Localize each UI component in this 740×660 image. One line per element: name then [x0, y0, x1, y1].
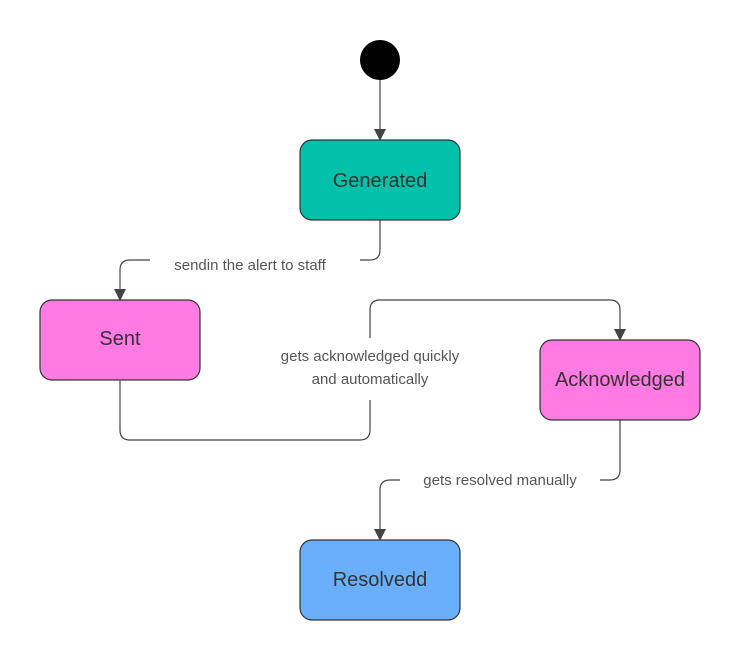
transition-label-generated-to-sent: sendin the alert to staff [174, 257, 326, 274]
edge-sent-to-acknowledged-lower [119, 380, 371, 441]
state-generated-box [299, 139, 461, 221]
initial-state-dot [360, 40, 400, 80]
state-resolved: Resolvedd [299, 539, 461, 621]
edge-generated-to-sent-lower [114, 259, 150, 301]
state-sent-box [39, 299, 201, 381]
transition-label-sent-to-acknowledged-line2: and automatically [312, 371, 429, 388]
state-resolved-label: Resolvedd [333, 569, 428, 591]
edge-generated-to-sent-upper [360, 220, 381, 261]
state-acknowledged: Acknowledged [539, 339, 701, 421]
edge-acknowledged-to-resolved-lower [374, 479, 400, 541]
state-generated-label: Generated [333, 170, 428, 192]
state-acknowledged-box [539, 339, 701, 421]
state-acknowledged-label: Acknowledged [555, 369, 685, 391]
edge-sent-to-acknowledged-upper [369, 299, 626, 341]
state-resolved-box [299, 539, 461, 621]
state-generated: Generated [299, 139, 461, 221]
state-sent: Sent [39, 299, 201, 381]
transition-label-sent-to-acknowledged-line1: gets acknowledged quickly [281, 348, 460, 365]
state-sent-label: Sent [99, 328, 141, 350]
edge-acknowledged-to-resolved-upper [600, 420, 621, 481]
transition-label-acknowledged-to-resolved: gets resolved manually [423, 472, 577, 489]
